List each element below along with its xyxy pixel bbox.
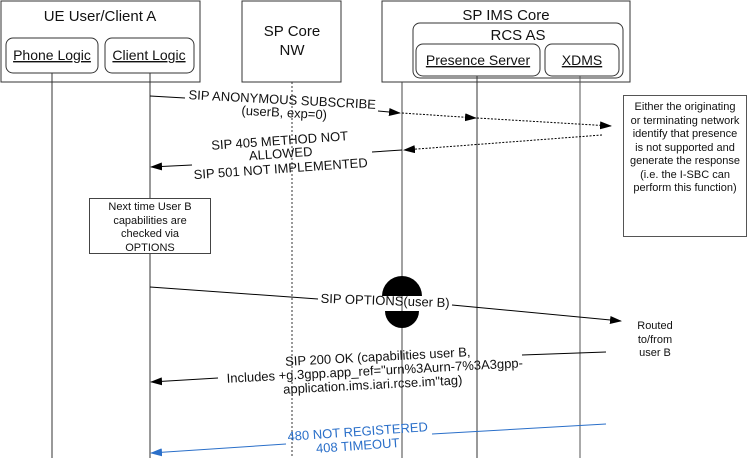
routed-note-line3: user B xyxy=(639,347,671,359)
options-note: Next time User B capabilities are checke… xyxy=(89,198,211,254)
subscribe-arrow-to-network xyxy=(476,117,612,130)
sp-core-box[interactable] xyxy=(241,0,342,83)
error-405-arrow-segment xyxy=(371,149,403,153)
routed-note-line2: to/from xyxy=(637,333,673,346)
routed-note: Routed to/from user B xyxy=(625,320,685,361)
sp-core-title-line1: SP Core xyxy=(264,23,320,40)
presence-server-label: Presence Server xyxy=(426,52,531,68)
phone-logic-label: Phone Logic xyxy=(13,47,91,63)
subscribe-label-line2: (userB, exp=0) xyxy=(241,103,327,122)
error-480-arrow-start xyxy=(431,423,607,435)
subscribe-arrow-to-ims xyxy=(377,108,401,116)
error-405-arrow-from-network xyxy=(403,134,603,154)
options-arrow-end xyxy=(451,304,622,324)
presence-server-box[interactable] xyxy=(415,43,541,77)
options-crossing-bottom xyxy=(385,311,419,328)
routed-note-line1: Routed xyxy=(637,320,673,332)
options-arrow-start xyxy=(149,286,319,300)
network-note: Either the originating or terminating ne… xyxy=(623,95,747,237)
rcs-as-title: RCS AS xyxy=(490,27,545,44)
error-408-label: 408 TIMEOUT xyxy=(315,435,399,456)
subscribe-arrow-start xyxy=(149,95,186,99)
error-405-label-line2: ALLOWED xyxy=(248,144,312,163)
xdms-label: XDMS xyxy=(562,52,602,68)
sp-core-title-line2: NW xyxy=(280,42,306,59)
options-crossing-top xyxy=(382,276,422,296)
ims-group-title: SP IMS Core xyxy=(462,7,549,24)
error-405-arrow-to-client xyxy=(150,162,193,171)
options-label: SIP OPTIONS(user B) xyxy=(320,291,450,310)
error-480-arrow-to-client xyxy=(150,443,287,457)
ok200-arrow-start xyxy=(521,351,607,356)
subscribe-arrow-to-presence xyxy=(401,112,477,122)
client-logic-label: Client Logic xyxy=(112,47,185,63)
ue-group-title: UE User/Client A xyxy=(44,8,157,25)
xdms-box[interactable] xyxy=(544,43,620,77)
ok200-arrow-to-client xyxy=(150,377,219,386)
